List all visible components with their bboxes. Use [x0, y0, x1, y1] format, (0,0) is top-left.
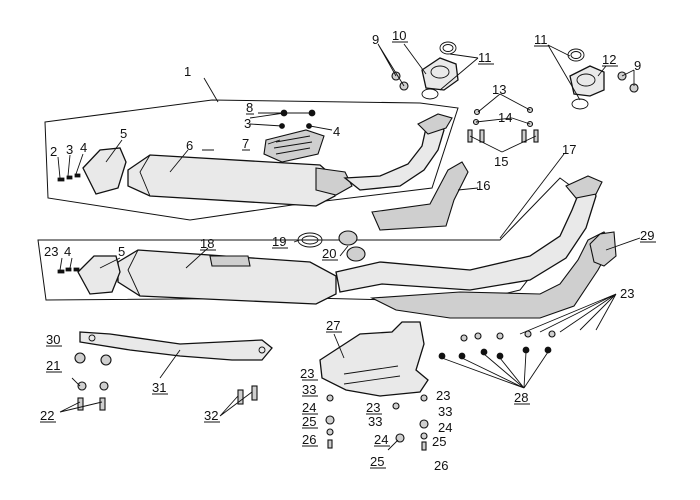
- callout-16: 16: [476, 178, 490, 193]
- heat-shield-29: [589, 231, 617, 267]
- callout-4-left: 4: [80, 140, 87, 155]
- callout-8: 8: [246, 100, 253, 115]
- callout-10: 10: [392, 28, 406, 43]
- callout-21: 21: [46, 358, 60, 373]
- bolts-32: [237, 385, 258, 405]
- lower-muffler-bracket: [209, 255, 251, 267]
- assembly-1-boundary: [44, 99, 459, 221]
- gasket-20: [338, 230, 358, 246]
- callout-26-right: 26: [434, 458, 448, 473]
- stacked-washers: [325, 394, 429, 451]
- callout-4-lower: 4: [64, 244, 71, 259]
- callout-23-right: 23: [620, 286, 634, 301]
- callout-24-mid: 24: [374, 432, 388, 447]
- callout-labels: 1 2 3 3 4 4 4 5 5 6 7 8 9 9 10 11 11 12 …: [40, 28, 654, 473]
- callout-25-mid: 25: [370, 454, 384, 469]
- callout-4-upper: 4: [333, 124, 340, 139]
- callout-33-left: 33: [302, 382, 316, 397]
- nuts-28: [438, 346, 552, 360]
- gasket-11-top-center: [439, 41, 457, 55]
- lower-end-cap: [77, 255, 121, 295]
- callout-17: 17: [562, 142, 576, 157]
- callout-22: 22: [40, 408, 54, 423]
- callout-18: 18: [200, 236, 214, 251]
- lower-muffler-body: [117, 249, 337, 305]
- callout-13: 13: [492, 82, 506, 97]
- callout-5-lower: 5: [118, 244, 125, 259]
- lower-header-pipe: [335, 183, 597, 293]
- callout-underlines: [40, 41, 656, 469]
- callout-6: 6: [186, 138, 193, 153]
- callout-11-left: 11: [478, 50, 492, 65]
- callout-25-left: 25: [302, 414, 316, 429]
- callout-23-left: 23: [44, 244, 58, 259]
- guard-27: [319, 321, 429, 397]
- callout-15: 15: [494, 154, 508, 169]
- callout-24-right: 24: [438, 420, 452, 435]
- upper-muffler-body: [127, 154, 336, 207]
- callout-24-left: 24: [302, 400, 316, 415]
- heat-shield-16: [371, 161, 469, 231]
- callout-1: 1: [184, 64, 191, 79]
- callout-31: 31: [152, 380, 166, 395]
- callout-3-left: 3: [66, 142, 73, 157]
- callout-12: 12: [602, 52, 616, 67]
- callout-7: 7: [242, 136, 249, 151]
- callout-28: 28: [514, 390, 528, 405]
- callout-3-upper: 3: [244, 116, 251, 131]
- clamp-19: [297, 232, 323, 248]
- heat-shield-7: [263, 129, 325, 163]
- flange-10: [421, 57, 459, 91]
- upper-header-flange: [417, 113, 453, 135]
- assembly-17-boundary: [37, 177, 591, 303]
- callout-9-left: 9: [372, 32, 379, 47]
- callout-23-guard-right: 23: [436, 388, 450, 403]
- callout-23-guard-left: 23: [300, 366, 314, 381]
- gasket-11-top-right: [567, 48, 585, 62]
- gasket-11-lower-center: [421, 88, 439, 100]
- callout-20: 20: [322, 246, 336, 261]
- bracket-31: [79, 331, 273, 361]
- callout-33-right: 33: [438, 404, 452, 419]
- callout-23-guard-mid: 23: [366, 400, 380, 415]
- washers-23-right: [460, 330, 556, 342]
- callout-27: 27: [326, 318, 340, 333]
- callout-19: 19: [272, 234, 286, 249]
- callout-14: 14: [498, 110, 512, 125]
- callout-33-mid: 33: [368, 414, 382, 429]
- callout-32: 32: [204, 408, 218, 423]
- callout-2: 2: [50, 144, 57, 159]
- upper-muffler-sleeve: [315, 167, 353, 196]
- callout-11-right: 11: [534, 32, 548, 47]
- lower-header-flange: [565, 175, 603, 199]
- gasket-11-lower-right: [571, 98, 589, 110]
- upper-end-cap: [82, 147, 127, 195]
- hardware-30-21-22: [74, 352, 112, 411]
- leader-lines: [57, 43, 641, 451]
- callout-30: 30: [46, 332, 60, 347]
- callout-25-right: 25: [432, 434, 446, 449]
- fasteners-lower-left: [57, 267, 80, 274]
- callout-9-right: 9: [634, 58, 641, 73]
- callout-29: 29: [640, 228, 654, 243]
- callout-26-left: 26: [302, 432, 316, 447]
- flange-12: [569, 65, 605, 97]
- callout-5-upper: 5: [120, 126, 127, 141]
